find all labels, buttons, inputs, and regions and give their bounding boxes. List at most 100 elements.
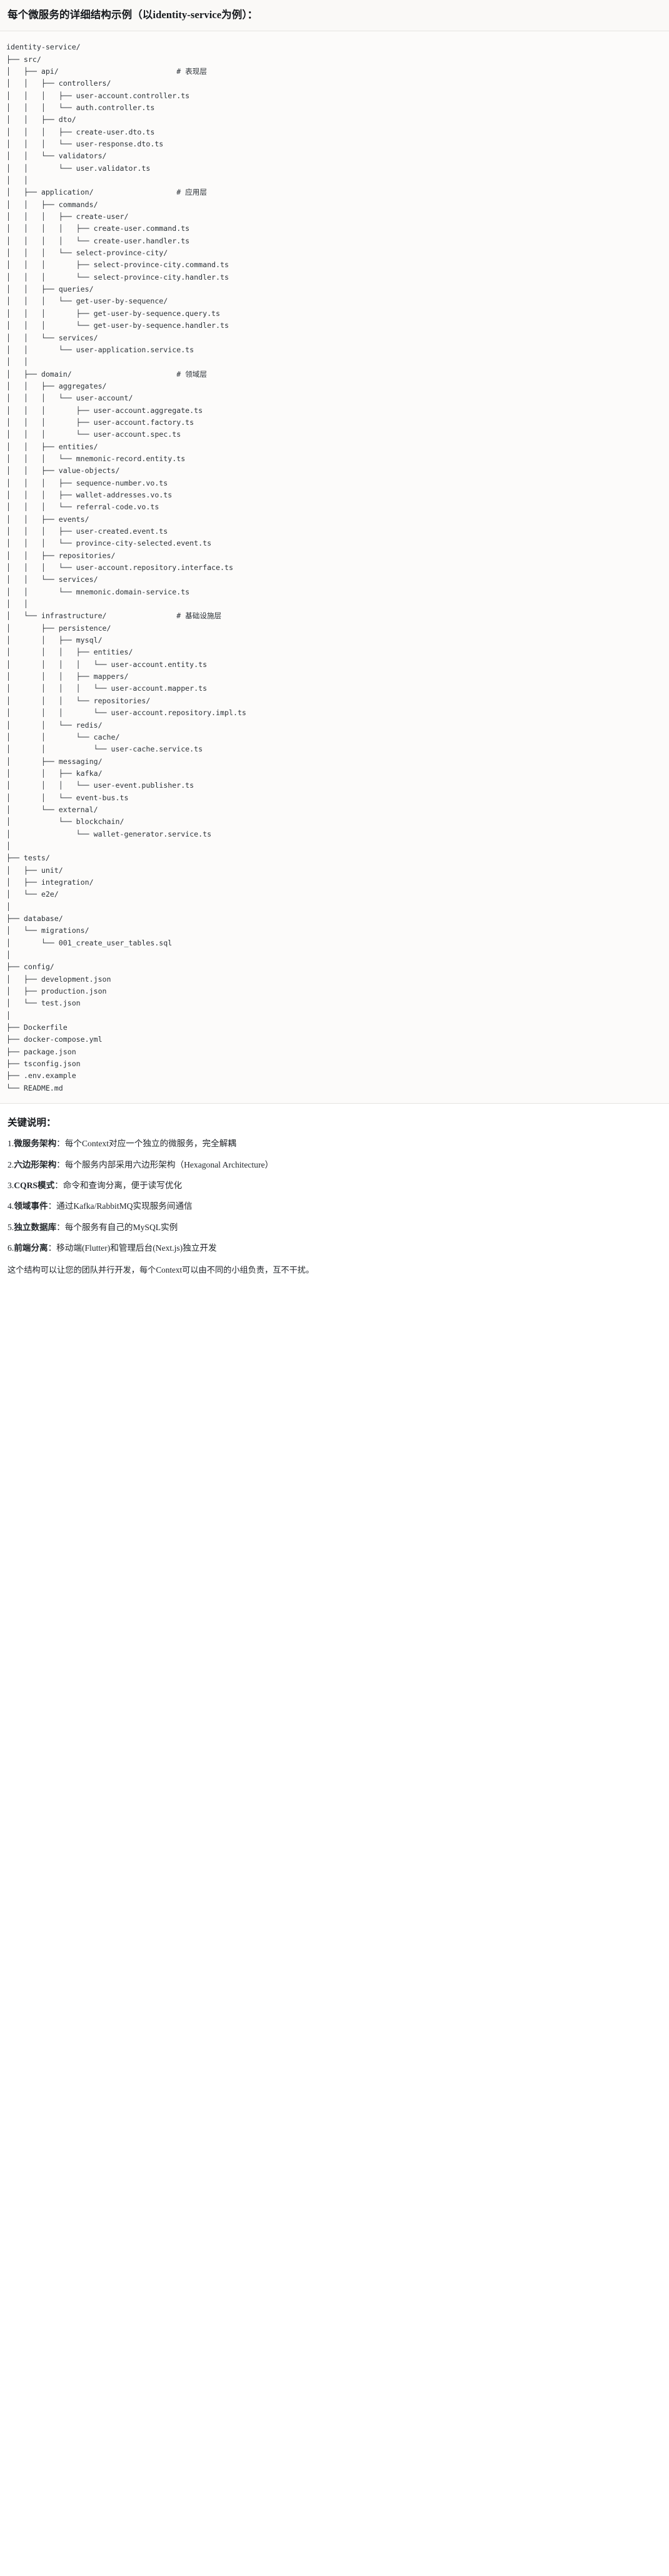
directory-tree-pre: identity-service/├── src/│ ├── api/ # 表现… bbox=[6, 41, 663, 1094]
tree-line: │ └── test.json bbox=[6, 999, 81, 1008]
tree-line: │ │ │ └── user-event.publisher.ts bbox=[6, 781, 194, 790]
tree-line: │ ├── domain/ # 领域层 bbox=[6, 369, 207, 379]
tree-line: │ │ │ └── user-account.repository.impl.t… bbox=[6, 708, 246, 718]
tree-line: │ ├── api/ # 表现层 bbox=[6, 66, 207, 76]
tree-line: │ │ │ │ ├── create-user.command.ts bbox=[6, 224, 190, 233]
tree-line: │ └── e2e/ bbox=[6, 890, 59, 899]
tree-line: │ │ │ ├── user-account.factory.ts bbox=[6, 417, 194, 427]
tree-line: │ ├── messaging/ bbox=[6, 756, 103, 766]
key-note-body: 通过Kafka/RabbitMQ实现服务间通信 bbox=[56, 1201, 193, 1211]
tree-line: ├── tests/ bbox=[6, 853, 50, 863]
key-note-separator: ： bbox=[56, 1222, 65, 1232]
tree-line: │ │ ├── commands/ bbox=[6, 200, 98, 209]
tree-line: │ │ │ │ └── create-user.handler.ts bbox=[6, 236, 190, 245]
key-note-term: CQRS模式 bbox=[14, 1180, 55, 1190]
tree-line: │ │ ├── dto/ bbox=[6, 115, 76, 125]
key-note-item: 2.六边形架构：每个服务内部采用六边形架构（Hexagonal Architec… bbox=[8, 1159, 661, 1171]
tree-line: │ │ │ └── select-province-city.handler.t… bbox=[6, 272, 229, 282]
key-note-item: 4.领域事件：通过Kafka/RabbitMQ实现服务间通信 bbox=[8, 1200, 661, 1213]
key-note-number: 3. bbox=[8, 1180, 14, 1190]
tree-line: ├── Dockerfile bbox=[6, 1023, 68, 1032]
key-note-body: 每个Context对应一个独立的微服务，完全解耦 bbox=[64, 1139, 236, 1149]
key-note-item: 3.CQRS模式：命令和查询分离，便于读写优化 bbox=[8, 1179, 661, 1192]
tree-line: │ └── migrations/ bbox=[6, 926, 89, 935]
tree-line: │ ├── unit/ bbox=[6, 865, 63, 875]
tree-line: │ │ │ ├── user-created.event.ts bbox=[6, 527, 168, 536]
tree-line: │ bbox=[6, 841, 11, 850]
tree-line: │ └── 001_create_user_tables.sql bbox=[6, 938, 173, 947]
tree-line: │ │ │ ├── create-user.dto.ts bbox=[6, 127, 155, 136]
tree-line: ├── docker-compose.yml bbox=[6, 1035, 103, 1044]
tree-line: │ └── external/ bbox=[6, 805, 98, 814]
tree-line: └── README.md bbox=[6, 1083, 63, 1092]
tree-line: │ │ │ └── repositories/ bbox=[6, 696, 151, 705]
tree-line: │ │ │ │ └── user-account.mapper.ts bbox=[6, 684, 208, 693]
tree-line: │ │ │ ├── user-account.controller.ts bbox=[6, 91, 190, 100]
tree-line: │ │ ├── kafka/ bbox=[6, 768, 103, 778]
tree-line: ├── config/ bbox=[6, 962, 54, 972]
key-note-separator: ： bbox=[48, 1201, 57, 1211]
tree-line: │ │ │ ├── mappers/ bbox=[6, 672, 129, 681]
tree-line: │ │ └── redis/ bbox=[6, 720, 103, 730]
key-note-separator: ： bbox=[48, 1243, 57, 1253]
key-note-item: 6.前端分离：移动端(Flutter)和管理后台(Next.js)独立开发 bbox=[8, 1242, 661, 1255]
key-note-number: 1. bbox=[8, 1139, 14, 1149]
tree-line: │ │ │ └── get-user-by-sequence.handler.t… bbox=[6, 321, 229, 330]
tree-line: │ │ │ └── user-account/ bbox=[6, 394, 133, 403]
tree-line: ├── tsconfig.json bbox=[6, 1059, 81, 1069]
tree-line: │ │ bbox=[6, 357, 28, 367]
key-note-separator: ： bbox=[56, 1139, 65, 1149]
key-note-separator: ： bbox=[54, 1180, 63, 1190]
tree-line: │ │ ├── controllers/ bbox=[6, 79, 111, 88]
tree-line: │ │ │ └── mnemonic-record.entity.ts bbox=[6, 454, 186, 463]
tree-line: │ │ │ └── auth.controller.ts bbox=[6, 103, 155, 112]
tree-line: │ │ ├── queries/ bbox=[6, 285, 94, 294]
title-band: 每个微服务的详细结构示例（以identity-service为例）： bbox=[0, 0, 669, 32]
key-note-item: 1.微服务架构：每个Context对应一个独立的微服务，完全解耦 bbox=[8, 1138, 661, 1150]
tree-line: │ │ │ └── user-account.repository.interf… bbox=[6, 563, 233, 573]
tree-line: │ ├── development.json bbox=[6, 974, 111, 984]
tree-line: │ │ │ │ └── user-account.entity.ts bbox=[6, 659, 208, 669]
tree-line: │ │ ├── repositories/ bbox=[6, 551, 116, 560]
key-notes-heading: 关键说明： bbox=[8, 1117, 56, 1129]
key-note-body: 每个服务内部采用六边形架构（Hexagonal Architecture） bbox=[64, 1159, 274, 1169]
tree-line: │ │ └── user-cache.service.ts bbox=[6, 745, 203, 754]
tree-line: │ │ └── cache/ bbox=[6, 732, 120, 741]
tree-line: │ │ └── user.validator.ts bbox=[6, 163, 151, 173]
tree-line: │ │ └── user-application.service.ts bbox=[6, 345, 194, 354]
tree-line: │ │ │ └── user-account.spec.ts bbox=[6, 430, 181, 439]
tree-line: │ │ └── services/ bbox=[6, 575, 98, 584]
tree-line: │ ├── production.json bbox=[6, 987, 107, 996]
key-note-term: 独立数据库 bbox=[14, 1222, 57, 1232]
key-note-number: 2. bbox=[8, 1159, 14, 1169]
tree-line: ├── .env.example bbox=[6, 1071, 76, 1081]
tree-line: │ │ │ └── referral-code.vo.ts bbox=[6, 502, 159, 512]
tree-line: identity-service/ bbox=[6, 43, 81, 52]
key-note-body: 移动端(Flutter)和管理后台(Next.js)独立开发 bbox=[56, 1243, 217, 1253]
tree-line: │ bbox=[6, 902, 11, 911]
tree-line: │ │ │ ├── entities/ bbox=[6, 648, 133, 657]
directory-tree-code: identity-service/├── src/│ ├── api/ # 表现… bbox=[6, 41, 663, 1094]
tree-line: │ │ bbox=[6, 599, 28, 609]
tree-line: │ │ ├── aggregates/ bbox=[6, 381, 107, 390]
key-note-number: 5. bbox=[8, 1222, 14, 1232]
tree-line: │ │ ├── entities/ bbox=[6, 442, 98, 451]
tree-line: │ ├── persistence/ bbox=[6, 623, 111, 633]
tree-line: │ │ └── mnemonic.domain-service.ts bbox=[6, 587, 190, 596]
tree-line: │ └── wallet-generator.service.ts bbox=[6, 829, 212, 838]
tree-line: │ │ └── event-bus.ts bbox=[6, 793, 129, 802]
key-note-body: 每个服务有自己的MySQL实例 bbox=[64, 1222, 178, 1232]
tree-line: │ ├── application/ # 应用层 bbox=[6, 188, 207, 197]
key-note-term: 微服务架构 bbox=[14, 1139, 57, 1149]
key-note-item: 5.独立数据库：每个服务有自己的MySQL实例 bbox=[8, 1221, 661, 1234]
tree-line: │ │ bbox=[6, 176, 28, 185]
directory-tree-block: identity-service/├── src/│ ├── api/ # 表现… bbox=[0, 31, 669, 1104]
tree-line: ├── database/ bbox=[6, 914, 63, 924]
tree-line: │ bbox=[6, 1011, 11, 1020]
tree-line: │ │ │ ├── wallet-addresses.vo.ts bbox=[6, 490, 173, 499]
tree-line: │ │ │ ├── select-province-city.command.t… bbox=[6, 260, 229, 270]
page-title: 每个微服务的详细结构示例（以identity-service为例）： bbox=[8, 9, 258, 21]
tree-line: │ │ ├── events/ bbox=[6, 514, 89, 524]
